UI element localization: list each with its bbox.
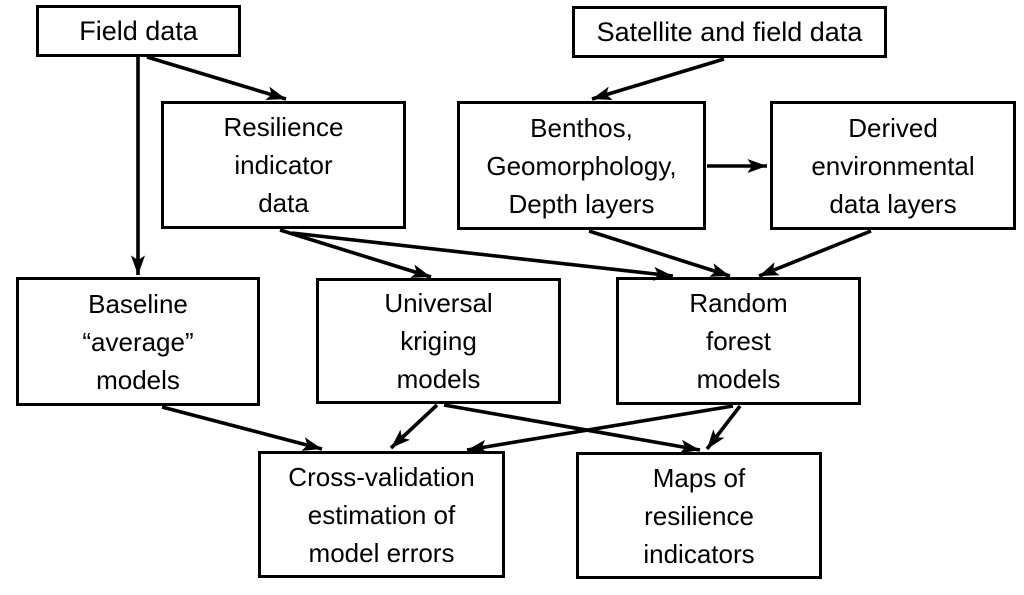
arrow-random-forest-models-to-maps-of-resilience-indicators <box>705 404 742 451</box>
node-maps-of-resilience-indicators: Maps of resilience indicators <box>576 452 822 579</box>
arrow-benthos-geomorphology-depth-layers-to-random-forest-models <box>588 229 731 278</box>
node-cross-validation-estimation-of-model-errors-label: Cross-validation estimation of model err… <box>288 461 475 568</box>
node-universal-kriging-models: Universal kriging models <box>316 278 561 404</box>
node-field-data: Field data <box>36 5 241 57</box>
arrow-derived-environmental-data-layers-to-random-forest-models <box>758 229 872 278</box>
node-benthos-geomorphology-depth-layers-label: Benthos, Geomorphology, Depth layers <box>486 112 677 219</box>
node-benthos-geomorphology-depth-layers: Benthos, Geomorphology, Depth layers <box>457 101 706 230</box>
node-universal-kriging-models-label: Universal kriging models <box>384 288 493 394</box>
node-resilience-indicator-data: Resilience indicator data <box>161 101 406 229</box>
node-resilience-indicator-data-label: Resilience indicator data <box>223 112 344 218</box>
node-satellite-and-field-data: Satellite and field data <box>572 6 887 58</box>
arrow-universal-kriging-models-to-maps-of-resilience-indicators <box>443 403 701 454</box>
node-field-data-label: Field data <box>79 16 198 46</box>
arrow-universal-kriging-models-to-cross-validation <box>389 403 439 450</box>
node-random-forest-models-label: Random forest models <box>689 288 788 394</box>
arrow-random-forest-models-to-cross-validation <box>466 404 734 454</box>
node-baseline-average-models-label: Baseline “average” models <box>82 288 194 395</box>
arrow-resilience-indicator-data-to-universal-kriging-models <box>279 228 432 279</box>
node-cross-validation-estimation-of-model-errors: Cross-validation estimation of model err… <box>258 451 505 578</box>
node-derived-environmental-data-layers: Derived environmental data layers <box>770 101 1016 230</box>
node-baseline-average-models: Baseline “average” models <box>16 277 260 406</box>
node-satellite-and-field-data-label: Satellite and field data <box>596 17 863 47</box>
node-maps-of-resilience-indicators-label: Maps of resilience indicators <box>643 462 755 569</box>
arrow-baseline-average-models-to-cross-validation <box>161 405 323 451</box>
node-random-forest-models: Random forest models <box>616 277 861 405</box>
arrow-satellite-and-field-data-to-benthos-geomorphology-depth-layers <box>591 57 725 101</box>
node-derived-environmental-data-layers-label: Derived environmental data layers <box>811 112 975 219</box>
arrow-resilience-indicator-data-to-random-forest-models <box>291 231 674 281</box>
arrow-field-data-to-resilience-indicator-data <box>146 55 287 101</box>
